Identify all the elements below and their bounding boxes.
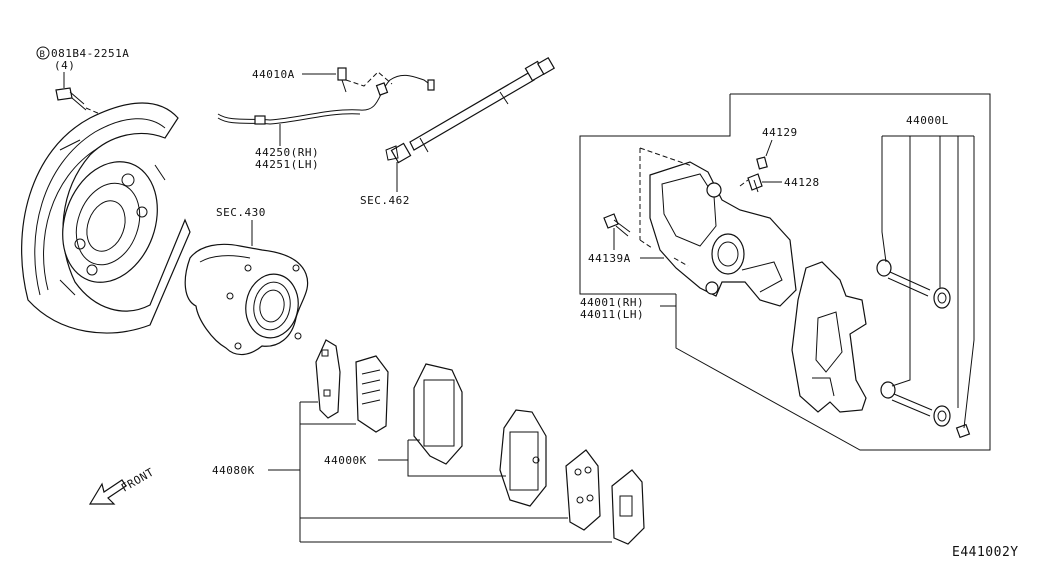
guide-pin-lower[interactable]: [880, 381, 933, 417]
bolt-leader-dash: [85, 107, 101, 115]
bleeder-cap-label: 44129: [762, 126, 798, 139]
bracket-dash: [345, 71, 393, 87]
bolt-qty: (4): [54, 59, 75, 72]
caliper-bolt[interactable]: [603, 213, 631, 237]
bleeder-cap-leader: [765, 139, 773, 157]
front-arrow-icon: [88, 479, 127, 505]
sensor-bracket-label: 44010A: [252, 68, 295, 81]
bleeder-dash: [739, 179, 749, 187]
harness-lh-label: 44251(LH): [255, 158, 319, 171]
bolt-circle-mark: [36, 46, 50, 60]
mounting-bolt[interactable]: [55, 87, 87, 111]
caliper-dash-c: [639, 239, 653, 249]
front-label: FRONT: [119, 466, 156, 495]
pin-kit-label: 44000L: [906, 114, 949, 127]
torque-member[interactable]: [791, 261, 867, 413]
pin-kit-bracket: [881, 135, 975, 429]
harness-rh-label: 44250(RH): [255, 146, 319, 159]
bolt-circle-letter: B: [40, 50, 46, 60]
pin-cap[interactable]: [955, 423, 971, 439]
shim-inner-a[interactable]: [355, 355, 389, 433]
caliper-bolt-label: 44139A: [588, 252, 631, 265]
pad-outer[interactable]: [413, 363, 463, 465]
diagram-code: E441002Y: [952, 545, 1019, 560]
caliper-dash-a: [639, 147, 693, 167]
bleeder-screw-label: 44128: [784, 176, 820, 189]
bleeder-screw[interactable]: [747, 173, 763, 193]
sensor-bracket[interactable]: [337, 67, 347, 93]
pad-kit-label: 44080K: [212, 464, 255, 477]
caliper-group-outline: [579, 93, 991, 451]
hose-sec-label: SEC.462: [360, 194, 410, 207]
bolt-callout: B 081B4-2251A (4): [36, 46, 129, 88]
pad-set-bracket: [378, 439, 506, 477]
caliper-dash-d: [673, 257, 689, 267]
hub-assembly[interactable]: [184, 243, 309, 356]
pad-kit-bracket: [268, 401, 612, 543]
bleeder-cap[interactable]: [756, 156, 768, 170]
pin-boot-lower[interactable]: [933, 405, 951, 427]
caliper-lh-label: 44011(LH): [580, 308, 644, 321]
guide-pin-upper[interactable]: [876, 259, 931, 297]
abs-harness[interactable]: [217, 74, 435, 125]
shim-outer-a[interactable]: [315, 339, 341, 419]
pad-inner[interactable]: [499, 409, 547, 507]
backing-plate[interactable]: [21, 102, 191, 334]
bolt-code: 081B4-2251A: [51, 47, 129, 60]
caliper-body[interactable]: [649, 161, 797, 307]
pad-set-label: 44000K: [324, 454, 367, 467]
hub-sec-label: SEC.430: [216, 206, 266, 219]
brake-hose[interactable]: [385, 56, 556, 164]
pin-boot-upper[interactable]: [933, 287, 951, 309]
shim-inner-b[interactable]: [611, 469, 645, 545]
shim-outer-b[interactable]: [565, 449, 601, 531]
caliper-rh-label: 44001(RH): [580, 296, 644, 309]
